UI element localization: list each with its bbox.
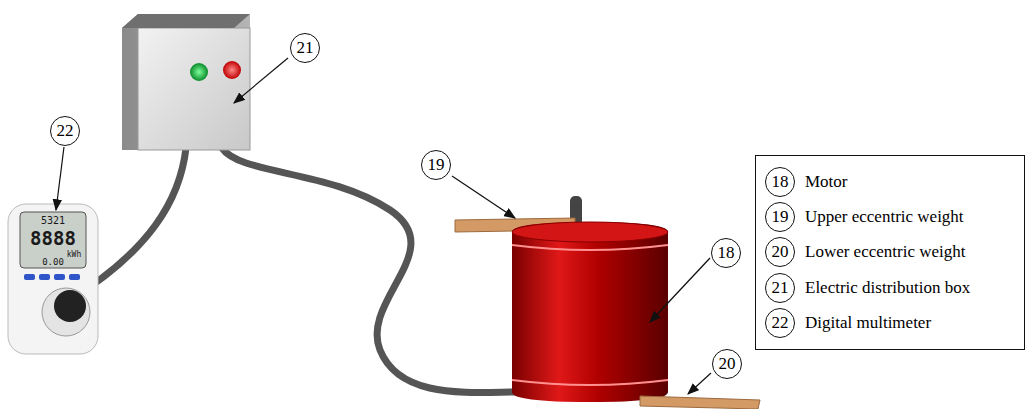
callout-number: 19 [765, 202, 795, 232]
red-lamp [223, 61, 241, 79]
legend-text: Motor [805, 172, 848, 192]
lower-weight [640, 396, 760, 409]
callout-number: 18 [765, 167, 795, 197]
display-reading: kWh [67, 250, 81, 259]
box-side [122, 14, 250, 150]
box-front [138, 28, 250, 150]
motor-body [512, 222, 668, 402]
display-reading: 8888 [30, 227, 76, 249]
display-reading: 0.00 [42, 257, 64, 267]
legend-text: Upper eccentric weight [805, 207, 964, 227]
plug [54, 290, 86, 322]
lcd [20, 212, 86, 268]
callout-number: 22 [50, 116, 80, 146]
multimeter [8, 204, 98, 354]
callout-number: 21 [765, 273, 795, 303]
callout-number: 21 [290, 33, 320, 63]
display-reading: 5321 [41, 215, 65, 226]
callout-number: 18 [711, 238, 741, 268]
green-lamp [190, 63, 208, 81]
legend-text: Digital multimeter [805, 313, 931, 333]
callout-number: 19 [421, 150, 451, 180]
callout-number: 22 [765, 308, 795, 338]
callout-number: 20 [712, 349, 742, 379]
legend-text: Electric distribution box [805, 278, 970, 298]
cable [222, 148, 520, 392]
legend-frame [756, 156, 1025, 350]
callout-number: 20 [765, 237, 795, 267]
legend-text: Lower eccentric weight [805, 242, 965, 262]
